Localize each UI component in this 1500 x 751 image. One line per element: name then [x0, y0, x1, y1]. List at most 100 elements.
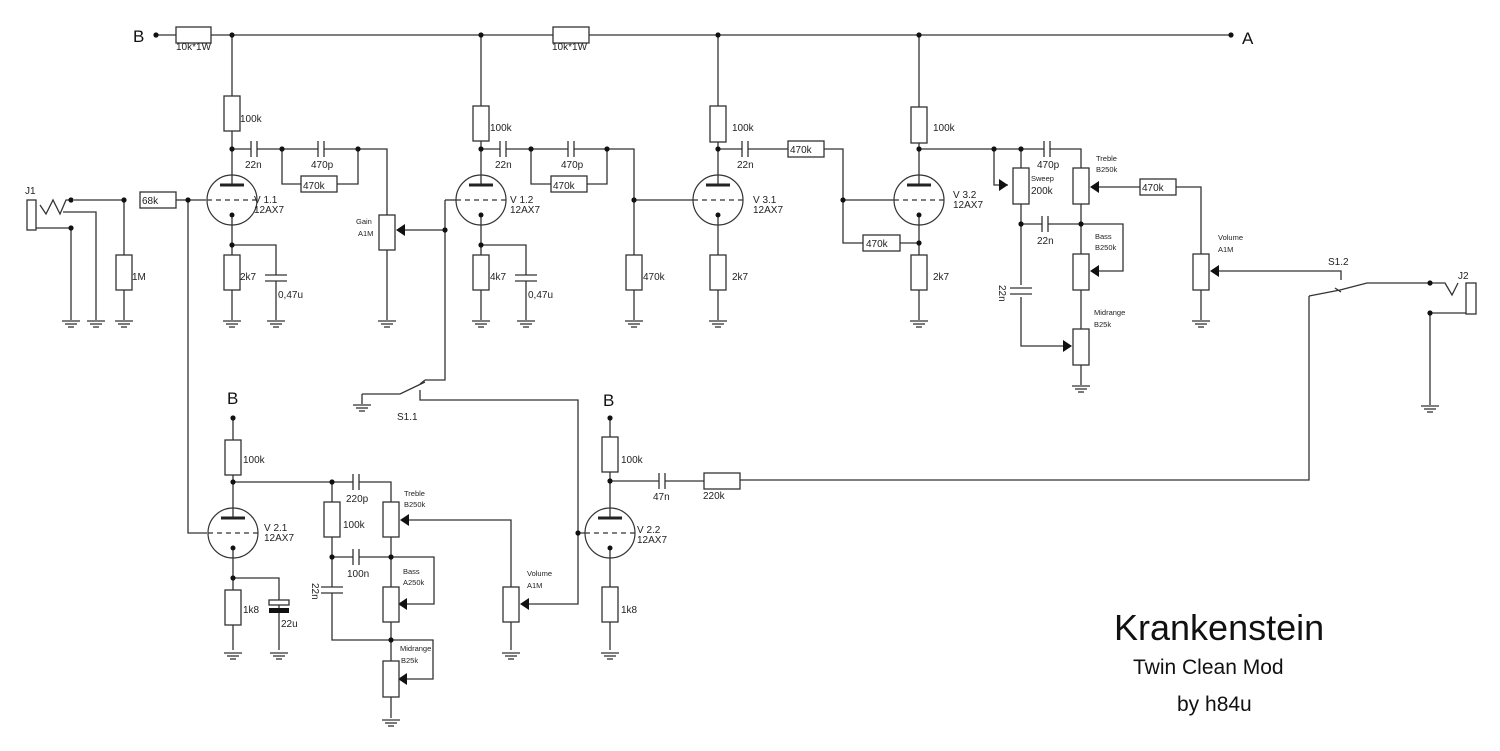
v22-plate-resistor-label: 100k: [621, 455, 644, 466]
v11-plate-resistor: [223, 95, 241, 132]
junction-dot: [1427, 310, 1433, 316]
clean-volume-pot-label: Volume: [527, 569, 552, 578]
v22-out-cap-label: 47n: [653, 492, 670, 503]
clean-volume-pot-value: A1M: [527, 581, 542, 590]
lead-out-resistor-label: 470k: [1142, 183, 1165, 194]
clean-bass-pot-value: A250k: [403, 578, 425, 587]
net-label-b-v21: B: [227, 389, 238, 408]
wire: [362, 381, 426, 395]
clean-treble-pot-label: Treble: [404, 489, 425, 498]
junction-dot: [229, 146, 235, 152]
v12-plate-resistor: [472, 105, 490, 142]
junction-dot: [185, 197, 191, 203]
supply-resistor-2: [552, 26, 590, 44]
ground-symbol: [378, 320, 396, 328]
ground-symbol: [502, 652, 520, 660]
ground-symbol: [625, 320, 643, 328]
junction-dot: [1078, 221, 1084, 227]
wiper-arrow: [1090, 265, 1099, 277]
v31-plate-resistor: [709, 105, 727, 143]
v21-plate-resistor-label: 100k: [243, 455, 266, 466]
lead-bass-pot: [1072, 253, 1090, 291]
v22-plate-resistor: [601, 436, 619, 473]
ground-symbol: [1192, 320, 1210, 328]
v12-cathode-cap: [515, 274, 537, 282]
wire: [1430, 282, 1459, 297]
title-author: by h84u: [1177, 693, 1252, 716]
v12-name: V 1.2: [510, 195, 534, 206]
v32-plate-resistor: [910, 106, 928, 144]
v21-cathode-cap-plus: [268, 599, 290, 606]
gain-pot: [378, 214, 396, 251]
triode-v32: [893, 174, 945, 226]
lead-bass-pot-value: B250k: [1095, 243, 1117, 252]
ground-symbol: [1421, 405, 1439, 413]
v12-grid-resistor-label: 470k: [643, 272, 666, 283]
clean-bass-pot-label: Bass: [403, 567, 420, 576]
cathode: [715, 212, 721, 218]
v12-cathode-resistor-label: 4k7: [490, 272, 507, 283]
ground-symbol: [62, 320, 80, 328]
ground-symbol: [87, 320, 105, 328]
v32-cathode-resistor: [910, 254, 928, 291]
cap-gap: [568, 142, 574, 156]
clean-low-cap-label: 22n: [309, 583, 320, 600]
ground-symbol: [709, 320, 727, 328]
net-label-b: B: [133, 27, 144, 46]
switch-s11-label: S1.1: [397, 412, 418, 423]
v22-out-cap: [658, 473, 666, 489]
junction-dot: [607, 478, 613, 484]
clean-bass-pot: [382, 586, 400, 623]
junction-dot: [916, 32, 922, 38]
v31-coupling-cap-label: 22n: [737, 160, 754, 171]
junction-dot: [230, 479, 236, 485]
input-grid-resistor-label: 68k: [142, 196, 159, 207]
cap-gap: [1044, 142, 1050, 156]
lead-treble-pot: [1072, 167, 1090, 205]
gain-pot-value: A1M: [358, 229, 373, 238]
ground-symbol: [472, 320, 490, 328]
input-grid-resistor: [139, 191, 177, 209]
ground-symbol: [601, 652, 619, 660]
v11-bright-resistor-label: 470k: [303, 181, 326, 192]
ground-symbol: [382, 719, 400, 727]
ground-symbol: [267, 320, 285, 328]
v31-type: 12AX7: [753, 205, 783, 216]
v22-cathode-resistor: [601, 586, 619, 623]
v21-plate-resistor: [224, 439, 242, 476]
lead-mid-cap: [1041, 216, 1049, 232]
cap-gap: [500, 142, 506, 156]
junction-dot: [478, 32, 484, 38]
v11-coupling-cap-label: 22n: [245, 160, 262, 171]
v11-coupling-cap: [250, 141, 258, 157]
ground-symbol: [353, 404, 371, 412]
v12-cathode-cap-label: 0,47u: [528, 290, 553, 301]
wire: [39, 198, 72, 216]
junction-dot: [528, 146, 534, 152]
lead-low-cap: [1010, 287, 1032, 295]
jack-j2: [1465, 282, 1477, 315]
v31-out-resistor: [787, 140, 825, 158]
v21-cathode-cap-label: 22u: [281, 619, 298, 630]
wires: [36, 34, 1466, 718]
wire: [419, 379, 426, 385]
wiper-arrow: [1210, 265, 1219, 277]
supply-resistor-1: [175, 26, 212, 44]
lead-volume-pot-label: Volume: [1218, 233, 1243, 242]
triode-v22: [584, 507, 636, 559]
v22-name: V 2.2: [637, 525, 661, 536]
cap-gap: [318, 142, 324, 156]
lead-mid-cap-label: 22n: [1037, 236, 1054, 247]
wire: [481, 244, 527, 320]
v32-cathode-resistor-label: 2k7: [933, 272, 950, 283]
v22-type: 12AX7: [637, 535, 667, 546]
v31-out-resistor-label: 470k: [790, 145, 813, 156]
cap-gap: [742, 142, 748, 156]
wire: [358, 148, 388, 215]
wire: [419, 390, 579, 533]
wire: [607, 148, 635, 255]
clean-mid-pot-value: B25k: [401, 656, 418, 665]
wire: [425, 200, 446, 381]
v21-cathode-resistor-label: 1k8: [243, 605, 260, 616]
